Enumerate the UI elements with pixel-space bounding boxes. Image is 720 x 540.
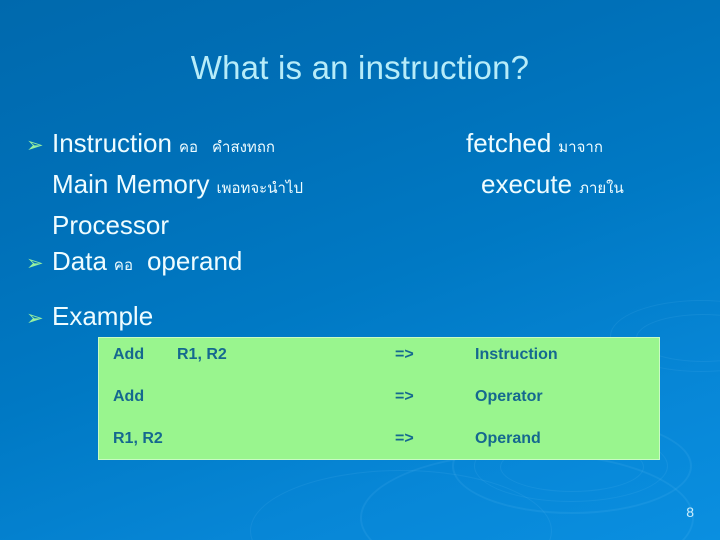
table-row: Add => Operator	[99, 388, 659, 429]
bullet-instruction-thai-b: คำสงทถก	[212, 139, 275, 156]
list-item-example: ➢ Example	[26, 299, 456, 333]
bullet-data-label: Data	[52, 246, 107, 276]
right-execute-label: execute	[481, 169, 573, 199]
arrow-bullet-icon: ➢	[26, 134, 44, 157]
list-item-instruction: ➢ Instruction คอ คำสงทถก	[26, 126, 456, 165]
table-row: R1, R2 => Operand	[99, 430, 659, 471]
right-fetched-label: fetched	[466, 128, 552, 158]
table-cell-expression-op: Add	[113, 388, 145, 405]
bullet-processor-label: Processor	[52, 210, 170, 240]
arrow-bullet-icon: ➢	[26, 307, 44, 330]
arrow-bullet-icon: ➢	[26, 252, 44, 275]
bullet-instruction-thai-a: คอ	[178, 139, 198, 156]
right-line-fetched: fetched มาจาก	[452, 126, 702, 165]
bullet-data-operand-label: operand	[146, 246, 243, 276]
list-item-processor: Processor	[26, 208, 456, 242]
bullet-main-memory-label: Main Memory	[52, 169, 210, 199]
table-cell-arrow: =>	[395, 346, 414, 363]
right-line-execute: execute ภายใน	[452, 167, 702, 206]
table-cell-arrow: =>	[395, 430, 414, 447]
table-cell-term: Instruction	[475, 346, 558, 363]
table-cell-expression-args: R1, R2	[177, 346, 227, 363]
right-fetched-thai: มาจาก	[558, 139, 603, 156]
example-table: Add R1, R2 => Instruction Add => Operato…	[98, 337, 660, 460]
bullet-data-thai: คอ	[113, 257, 133, 274]
list-item-main-memory: Main Memory เพอทจะนำไป	[26, 167, 456, 206]
page-title: What is an instruction?	[190, 49, 530, 86]
bullet-instruction-label: Instruction	[52, 128, 172, 158]
table-cell-arrow: =>	[395, 388, 414, 405]
bullet-example-label: Example	[52, 301, 154, 331]
body-bullet-list: ➢ Instruction คอ คำสงทถก Main Memory เพอทจะน…	[26, 126, 456, 333]
page-number: 8	[686, 504, 694, 520]
table-row: Add R1, R2 => Instruction	[99, 346, 659, 387]
table-cell-term: Operator	[475, 388, 543, 405]
table-cell-term: Operand	[475, 430, 541, 447]
table-cell-expression-op: Add	[113, 346, 145, 363]
right-execute-thai: ภายใน	[579, 180, 624, 197]
list-item-data: ➢ Data คอ operand	[26, 244, 456, 283]
bullet-main-memory-thai: เพอทจะนำไป	[216, 180, 303, 197]
right-column-notes: fetched มาจาก execute ภายใน	[452, 126, 702, 206]
table-cell-expression-op: R1, R2	[113, 430, 163, 447]
